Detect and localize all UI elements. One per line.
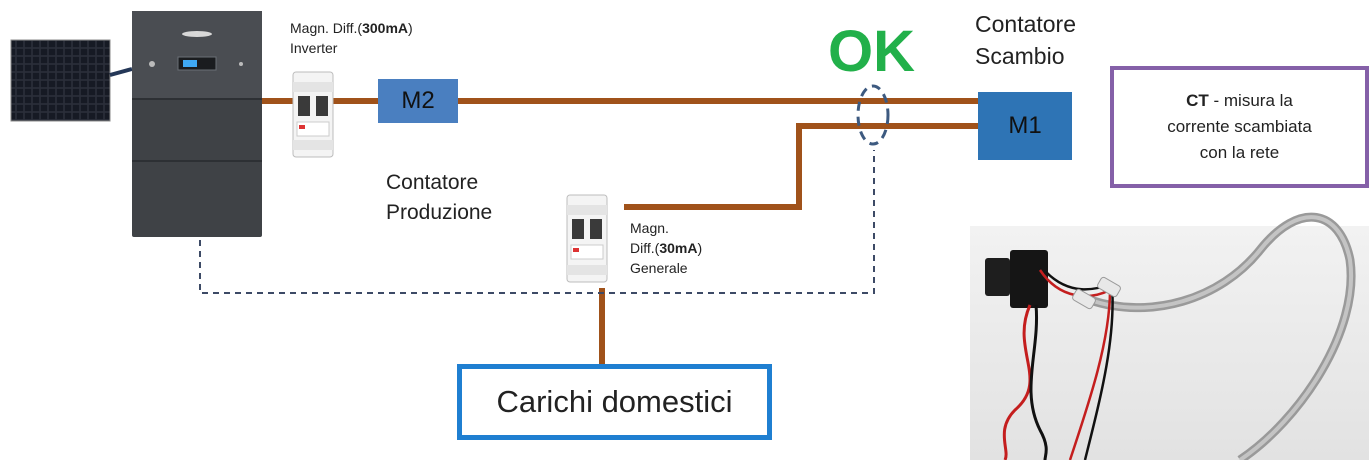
inverter-breaker-prefix: Magn. Diff.(	[290, 20, 363, 36]
general-breaker-prefix: Diff.(	[630, 240, 660, 256]
m1-caption-line1: Contatore	[975, 11, 1077, 37]
ct-line3: con la rete	[1199, 143, 1280, 162]
general-breaker-name: Generale	[630, 260, 688, 276]
ok-label: OK	[828, 19, 915, 84]
meter-m2-caption: Contatore Produzione	[386, 168, 492, 228]
m2-caption-line1: Contatore	[386, 171, 479, 194]
ct-signal-dashed-line	[199, 150, 875, 294]
loads-box-label: Carichi domestici	[496, 384, 733, 419]
inverter-breaker-rating: 300mA	[362, 20, 409, 36]
loads-box: Carichi domestici	[457, 364, 772, 440]
ct-description-text: CT - misura la corrente scambiata con la…	[1167, 88, 1312, 166]
panel-connection-line	[109, 67, 133, 77]
inverter-breaker-label: Magn. Diff.(300mA) Inverter	[290, 18, 413, 58]
meter-m1: M1	[978, 92, 1072, 160]
meter-m1-caption: Contatore Scambio	[975, 8, 1076, 72]
m1-caption-line2: Scambio	[975, 43, 1065, 69]
ct-clamp-ellipse	[856, 84, 890, 146]
general-breaker-suffix: )	[697, 240, 703, 256]
ct-description-box: CT - misura la corrente scambiata con la…	[1110, 66, 1369, 188]
ct-line1: - misura la	[1208, 91, 1293, 110]
inverter-icon	[132, 11, 262, 237]
ct-bold-label: CT	[1186, 91, 1209, 110]
general-breaker-rating: 30mA	[659, 240, 698, 256]
breaker-icon	[292, 71, 334, 158]
m2-caption-line2: Produzione	[386, 201, 493, 224]
meter-m2-label: M2	[401, 87, 435, 114]
ct-clamp-photo	[970, 212, 1369, 460]
general-breaker-label: Magn. Diff.(30mA) Generale	[630, 218, 702, 278]
cable-general-to-m1	[624, 123, 978, 210]
cables	[262, 98, 978, 364]
ct-line2: corrente scambiata	[1167, 117, 1312, 136]
meter-m1-label: M1	[1008, 112, 1042, 139]
breaker-icon	[566, 194, 608, 283]
solar-panel-icon	[10, 39, 111, 122]
inverter-breaker-suffix: )	[408, 20, 413, 36]
general-breaker-line1: Magn.	[630, 220, 669, 236]
meter-m2: M2	[378, 79, 458, 123]
inverter-breaker-name: Inverter	[290, 40, 338, 56]
